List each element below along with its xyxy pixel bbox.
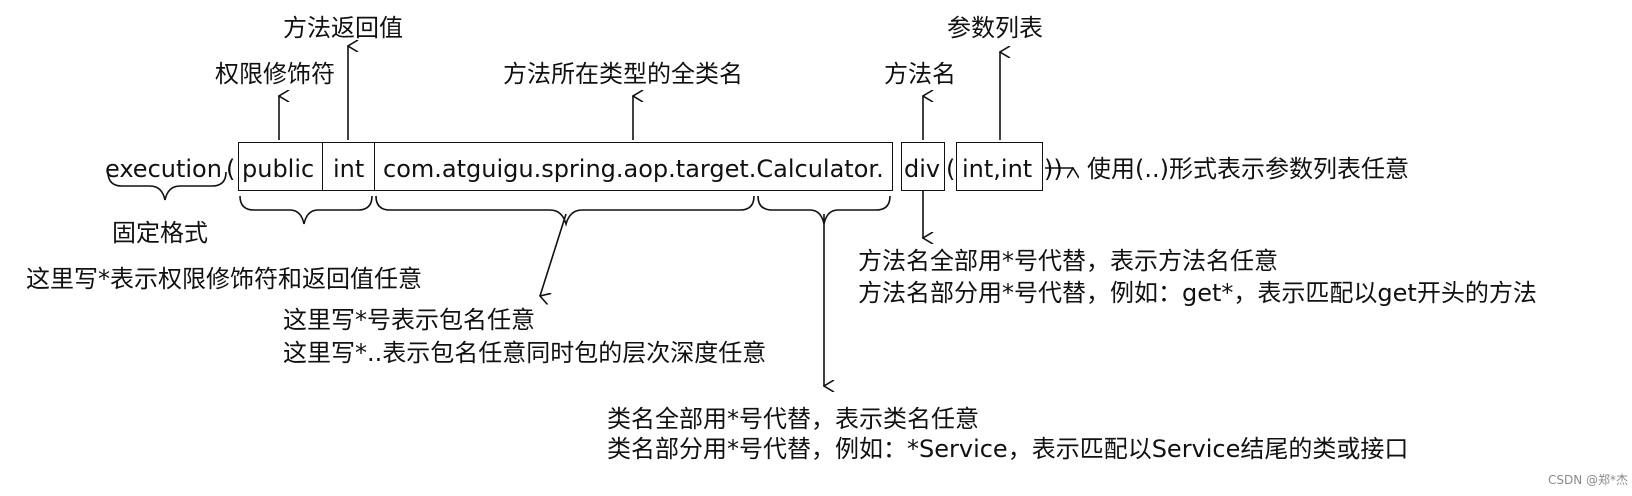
modifier-return-any-note: 这里写*表示权限修饰符和返回值任意 — [26, 265, 422, 293]
brace-fixed-format — [107, 171, 227, 201]
fixed-format-note: 固定格式 — [112, 219, 208, 247]
return-type-divider — [322, 142, 323, 191]
class-any-note-1: 类名全部用*号代替，表示类名任意 — [607, 405, 979, 433]
class-name-box — [374, 142, 893, 191]
arrow-package-diagonal — [540, 213, 567, 296]
close-parens: )) — [1044, 155, 1063, 183]
package-any-note-2: 这里写*..表示包名任意同时包的层次深度任意 — [283, 339, 767, 367]
brace-package — [375, 195, 755, 227]
execution-keyword: execution — [105, 155, 222, 183]
modifier-label: 权限修饰符 — [215, 60, 335, 88]
brace-modifier-return — [239, 195, 373, 225]
method-any-note-2: 方法名部分用*号代替，例如：get*，表示匹配以get开头的方法 — [858, 279, 1537, 307]
open-paren: ( — [226, 155, 236, 183]
brace-class — [757, 195, 891, 225]
param-list-label: 参数列表 — [947, 14, 1043, 42]
method-any-note-1: 方法名全部用*号代替，表示方法名任意 — [858, 247, 1278, 275]
full-class-name-label: 方法所在类型的全类名 — [503, 60, 743, 88]
watermark: CSDN @郑*杰 — [1548, 473, 1629, 487]
class-name-text: com.atguigu.spring.aop.target.Calculator… — [383, 155, 884, 183]
return-value-label: 方法返回值 — [283, 14, 403, 42]
modifier-text: public — [242, 155, 315, 183]
method-box — [901, 142, 945, 191]
return-type-text: int — [333, 155, 365, 183]
class-any-note-2: 类名部分用*号代替，例如：*Service，表示匹配以Service结尾的类或接… — [607, 435, 1409, 463]
package-any-note-1: 这里写*号表示包名任意 — [283, 306, 535, 334]
params-text: int,int — [962, 155, 1033, 183]
params-box — [956, 142, 1043, 191]
params-open-paren: ( — [946, 155, 956, 183]
method-text: div — [904, 155, 941, 183]
params-any-note: 使用(..)形式表示参数列表任意 — [1087, 155, 1409, 183]
method-name-label: 方法名 — [884, 60, 956, 88]
